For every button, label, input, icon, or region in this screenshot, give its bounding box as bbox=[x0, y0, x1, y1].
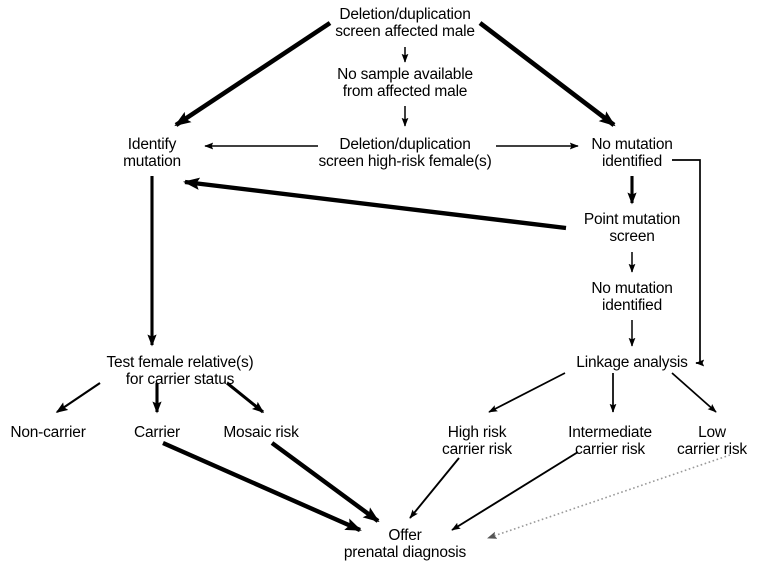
edge-intermediate-to-offer bbox=[451, 451, 579, 531]
edge-test-female-to-mosaic bbox=[226, 381, 265, 414]
edge-high-risk-to-offer bbox=[409, 457, 460, 519]
node-low-carrier-risk: Low carrier risk bbox=[677, 424, 747, 459]
edge-point-screen-to-identify bbox=[183, 177, 567, 231]
edge-top-to-no-mutation bbox=[478, 21, 616, 127]
node-test-female-relatives: Test female relative(s) for carrier stat… bbox=[106, 354, 254, 389]
edge-linkage-to-low-risk bbox=[671, 372, 717, 413]
node-intermediate-carrier-risk: Intermediate carrier risk bbox=[568, 424, 652, 459]
node-non-carrier: Non-carrier bbox=[10, 424, 86, 441]
edge-mosaic-to-offer bbox=[270, 441, 380, 523]
node-identify-mutation: Identify mutation bbox=[123, 136, 181, 171]
node-offer-prenatal-diagnosis: Offer prenatal diagnosis bbox=[343, 527, 467, 562]
node-carrier: Carrier bbox=[134, 424, 180, 441]
node-high-risk-carrier-risk: High risk carrier risk bbox=[442, 424, 512, 459]
edge-test-female-to-non-carrier bbox=[55, 382, 101, 413]
node-mosaic-risk: Mosaic risk bbox=[223, 424, 299, 441]
edge-linkage-to-high-risk bbox=[488, 372, 566, 413]
node-no-sample-available: No sample available from affected male bbox=[337, 66, 473, 101]
node-point-mutation-screen: Point mutation screen bbox=[583, 211, 681, 246]
node-deletion-duplication-high-risk-female: Deletion/duplication screen high-risk fe… bbox=[318, 136, 492, 171]
node-linkage-analysis: Linkage analysis bbox=[576, 354, 688, 371]
node-no-mutation-identified-second: No mutation identified bbox=[591, 280, 673, 315]
node-deletion-duplication-affected-male: Deletion/duplication screen affected mal… bbox=[335, 6, 475, 41]
edge-top-to-identify bbox=[174, 21, 332, 127]
edge-low-risk-to-offer bbox=[487, 454, 731, 539]
edge-carrier-to-offer bbox=[162, 440, 362, 533]
node-no-mutation-identified-first: No mutation identified bbox=[591, 136, 673, 171]
edge-no-mutation-bracket-to-linkage bbox=[672, 159, 705, 367]
